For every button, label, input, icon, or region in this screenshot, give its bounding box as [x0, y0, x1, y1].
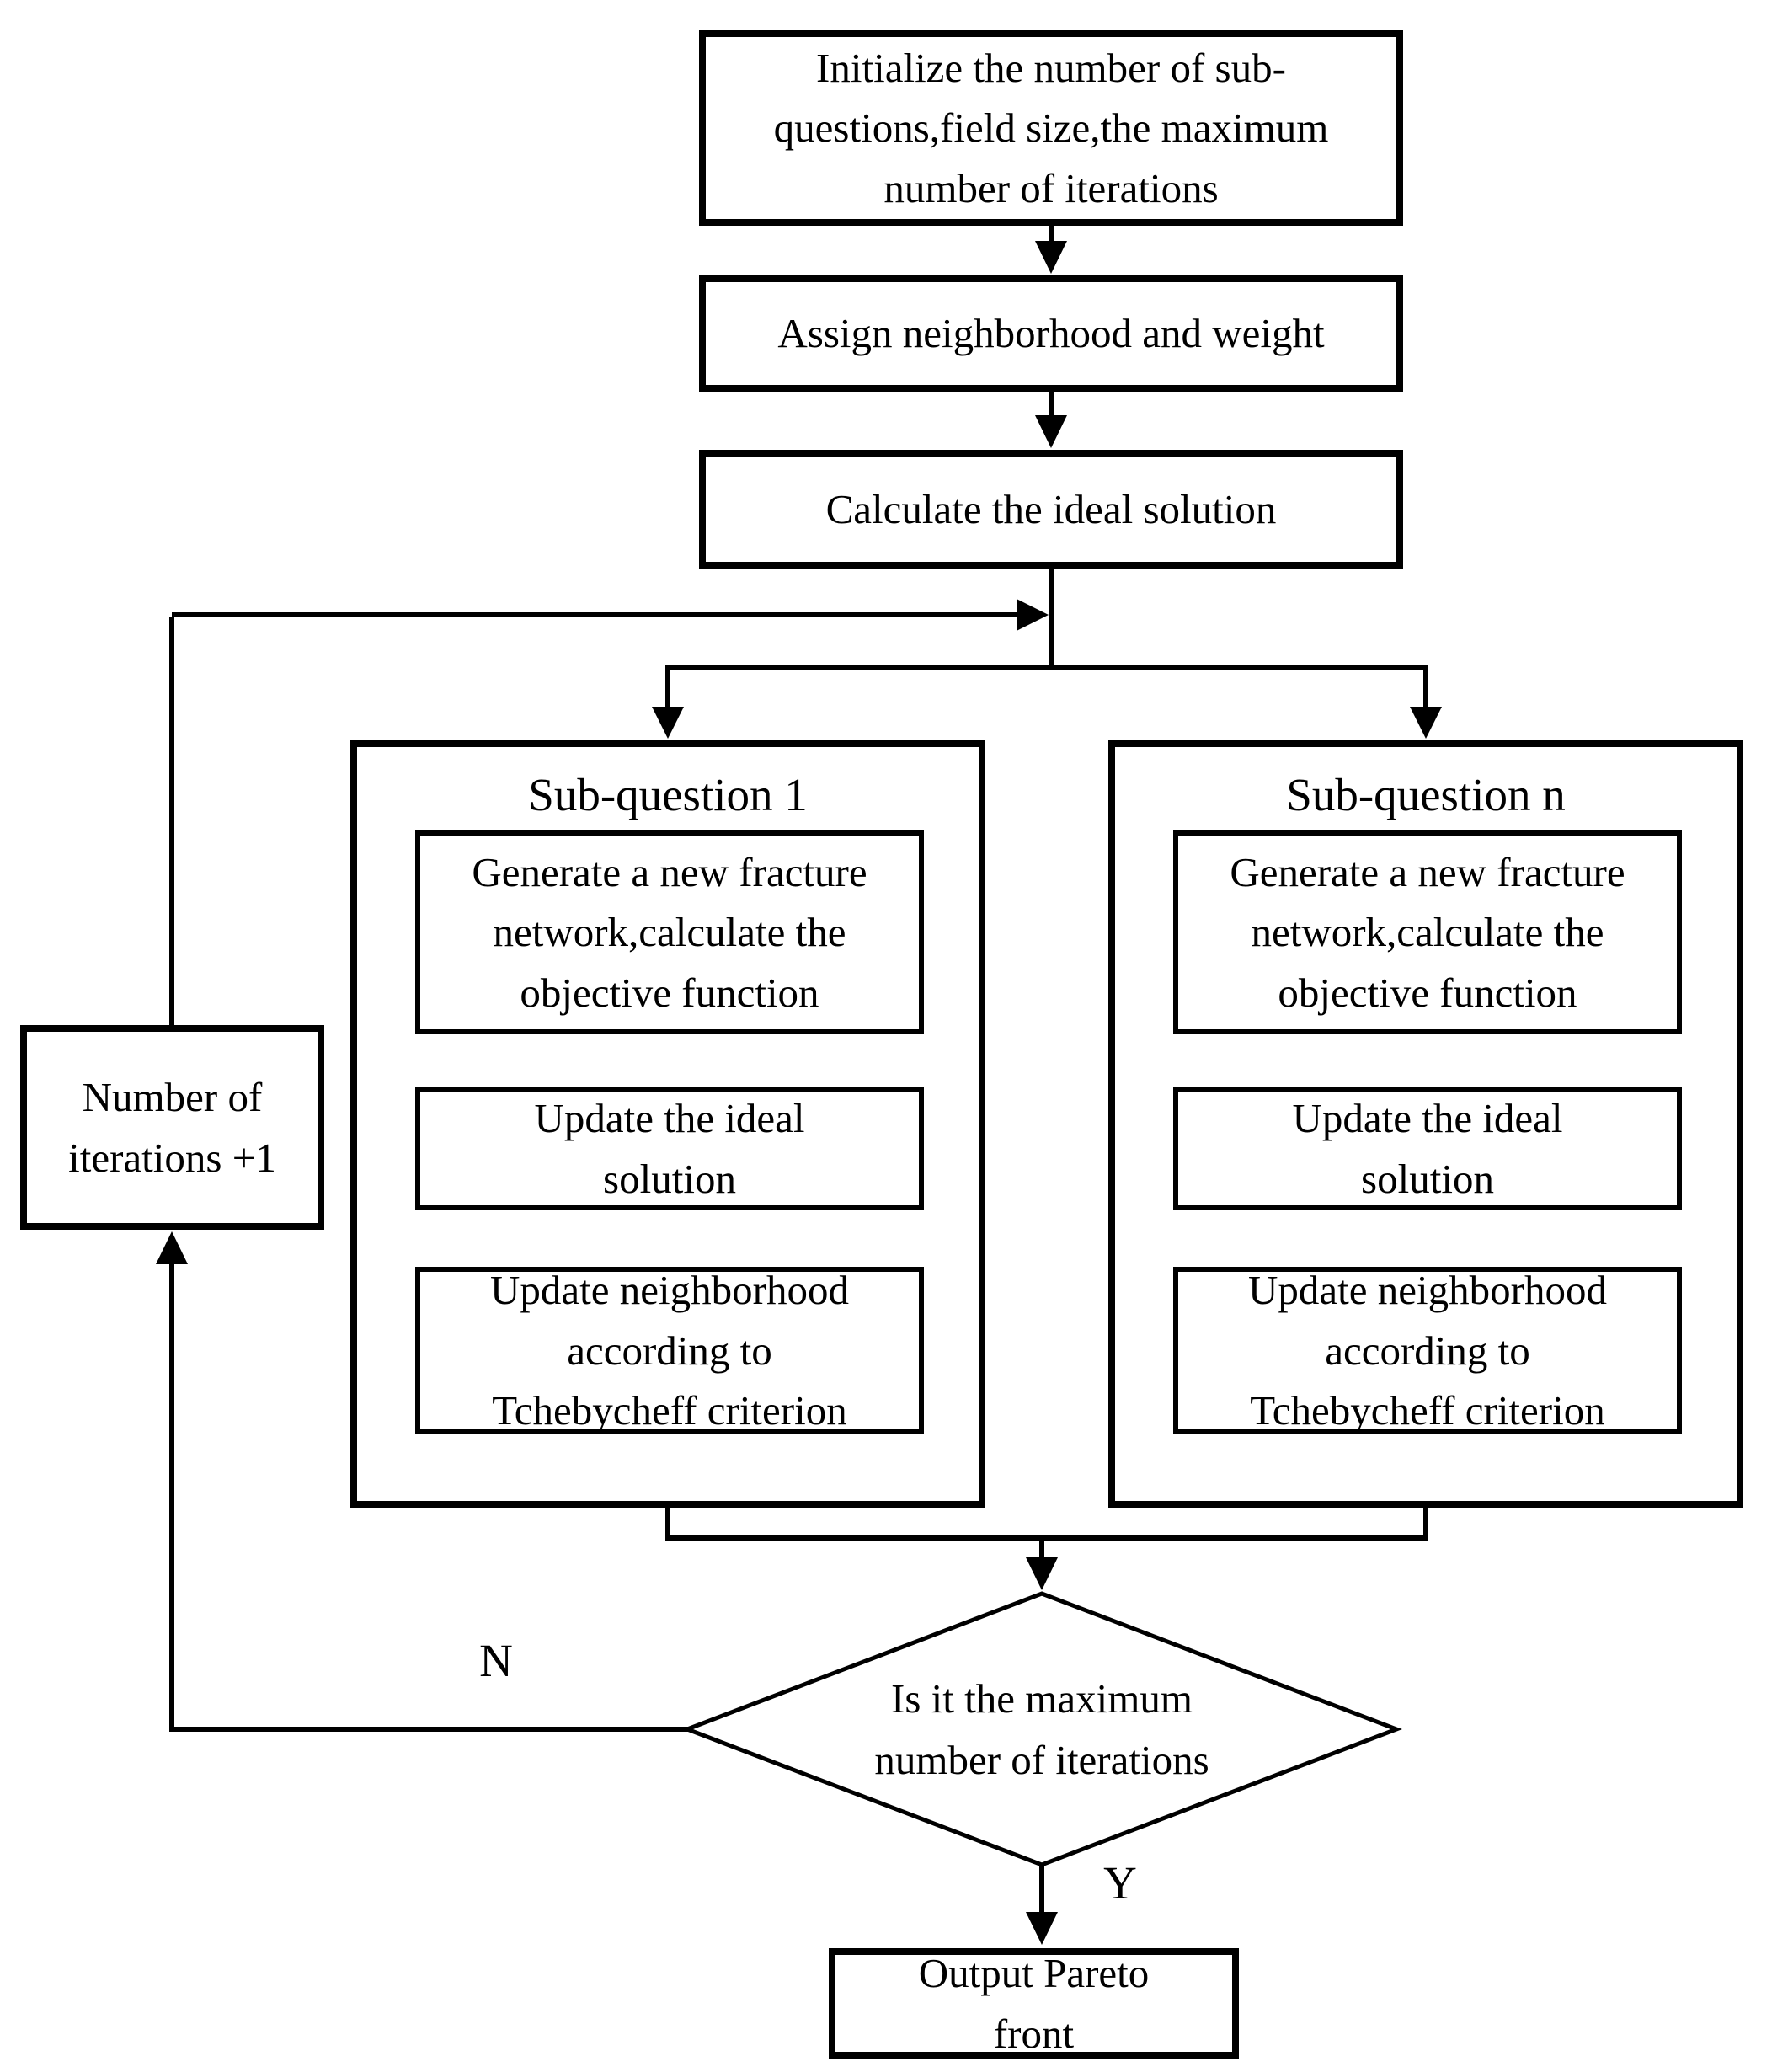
subquestion-n-title: Sub-question n — [1286, 769, 1566, 820]
arrowhead-up-icon — [156, 1231, 188, 1264]
flow-node-generate-fracture-network: Generate a new fracture network,calculat… — [415, 830, 924, 1034]
subquestion-1-title: Sub-question 1 — [528, 769, 808, 820]
decision-diamond — [681, 1591, 1402, 1867]
arrowhead-down-icon — [1410, 707, 1442, 739]
flow-node-update-neighborhood: Update neighborhood according to Tchebyc… — [415, 1267, 924, 1434]
flow-node-assign-neighborhood: Assign neighborhood and weight — [699, 275, 1403, 392]
flow-node-initialize: Initialize the number of sub- questions,… — [699, 30, 1403, 226]
arrowhead-down-icon — [1035, 241, 1067, 274]
connector-lines — [169, 226, 1428, 1915]
edge-label-no: N — [479, 1634, 513, 1686]
flow-node-increment-iterations: Number of iterations +1 — [20, 1025, 324, 1230]
arrowhead-down-icon — [652, 707, 684, 739]
subquestion-1-container: Sub-question 1 Generate a new fracture n… — [350, 740, 985, 1508]
flow-node-calculate-ideal-solution: Calculate the ideal solution — [699, 450, 1403, 569]
decision-label: Is it the maximum number of iterations — [874, 1674, 1209, 1784]
flow-node-update-neighborhood: Update neighborhood according to Tchebyc… — [1173, 1267, 1682, 1434]
arrowhead-down-icon — [1035, 415, 1067, 448]
arrowhead-down-icon — [1026, 1912, 1058, 1945]
edge-label-yes: Y — [1103, 1856, 1137, 1909]
flow-node-output-pareto-front: Output Pareto front — [829, 1948, 1239, 2059]
arrowhead-down-icon — [1026, 1557, 1058, 1590]
flow-node-update-ideal-solution: Update the ideal solution — [1173, 1087, 1682, 1210]
arrowheads — [156, 241, 1442, 1945]
flow-node-update-ideal-solution: Update the ideal solution — [415, 1087, 924, 1210]
flow-node-generate-fracture-network: Generate a new fracture network,calculat… — [1173, 830, 1682, 1034]
subquestion-n-container: Sub-question n Generate a new fracture n… — [1108, 740, 1743, 1508]
arrowhead-right-icon — [1017, 599, 1049, 631]
